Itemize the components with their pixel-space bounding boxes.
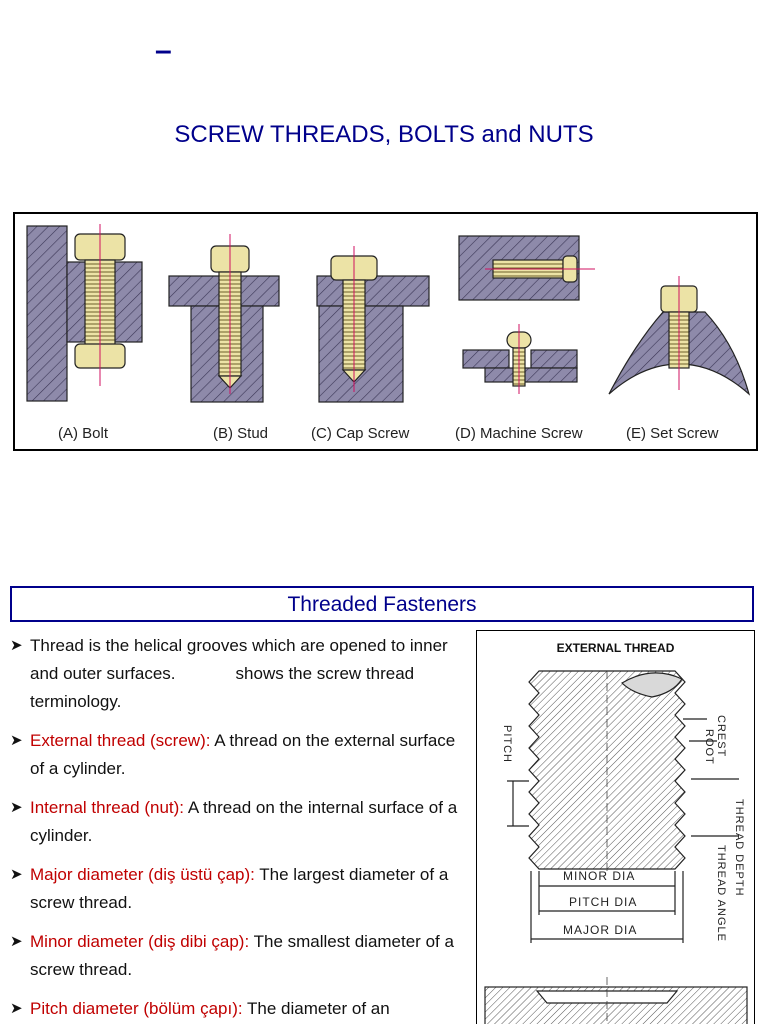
list-item: ➤ Thread is the helical grooves which ar… <box>10 632 460 716</box>
fastener-illustrations <box>26 224 751 403</box>
diagram-title: EXTERNAL THREAD <box>556 641 675 655</box>
bullet-term: Minor diameter (diş dibi çap): <box>30 932 250 951</box>
list-item: ➤ External thread (screw): A thread on t… <box>10 727 460 783</box>
list-item: ➤ Minor diameter (diş dibi çap): The sma… <box>10 928 460 984</box>
fastener-figure: (A) Bolt (B) Stud (C) Cap Screw (D) Mach… <box>13 212 758 451</box>
bullet-term: Internal thread (nut): <box>30 798 185 817</box>
list-item: ➤ Major diameter (diş üstü çap): The lar… <box>10 861 460 917</box>
root-label: ROOT <box>703 729 715 765</box>
page-title: SCREW THREADS, BOLTS and NUTS <box>174 121 594 148</box>
arrow-bullet-icon: ➤ <box>10 799 23 816</box>
minor-dia-label: MINOR DIA <box>563 869 636 883</box>
major-dia-label: MAJOR DIA <box>563 923 638 937</box>
crest-label: CREST <box>715 715 727 758</box>
bullet-text: The smallest diameter of a screw thread. <box>30 932 454 979</box>
external-thread-diagram: EXTERNAL THREAD <box>476 630 755 1024</box>
pitch-label: PITCH <box>501 725 513 763</box>
bullet-text: The largest diameter of a screw thread. <box>30 865 449 912</box>
bullet-list: ➤ Thread is the helical grooves which ar… <box>10 632 460 1034</box>
arrow-bullet-icon: ➤ <box>10 732 23 749</box>
caption-cap-screw: (C) Cap Screw <box>311 425 410 442</box>
caption-bolt: (A) Bolt <box>58 425 109 442</box>
thread-depth-label: THREAD DEPTH <box>733 799 745 897</box>
title-dash: – <box>155 34 172 67</box>
section-title: Threaded Fasteners <box>10 586 754 622</box>
bullet-term: Major diameter (diş üstü çap): <box>30 865 255 884</box>
arrow-bullet-icon: ➤ <box>10 866 23 883</box>
thread-drawing <box>484 670 748 1024</box>
caption-stud: (B) Stud <box>213 425 269 442</box>
list-item: ➤ Pitch diameter (bölüm çapı): The diame… <box>10 995 460 1023</box>
bullet-term: External thread (screw): <box>30 731 211 750</box>
arrow-bullet-icon: ➤ <box>10 1000 23 1017</box>
arrow-bullet-icon: ➤ <box>10 933 23 950</box>
caption-machine-screw: (D) Machine Screw <box>455 425 583 442</box>
bullet-text-cont: shows the screw thread terminology. <box>30 664 415 711</box>
arrow-bullet-icon: ➤ <box>10 637 23 654</box>
bullet-text: A thread on the external surface of a cy… <box>30 731 456 778</box>
list-item: ➤ Internal thread (nut): A thread on the… <box>10 794 460 850</box>
thread-angle-label: THREAD ANGLE <box>715 845 727 942</box>
bullet-text: A thread on the internal surface of a cy… <box>30 798 458 845</box>
pitch-dia-label: PITCH DIA <box>569 895 638 909</box>
bullet-text: The diameter of an <box>242 999 390 1018</box>
caption-set-screw: (E) Set Screw <box>626 425 719 442</box>
bullet-term: Pitch diameter (bölüm çapı): <box>30 999 243 1018</box>
bullet-text: Thread is the helical grooves which are … <box>30 636 448 683</box>
